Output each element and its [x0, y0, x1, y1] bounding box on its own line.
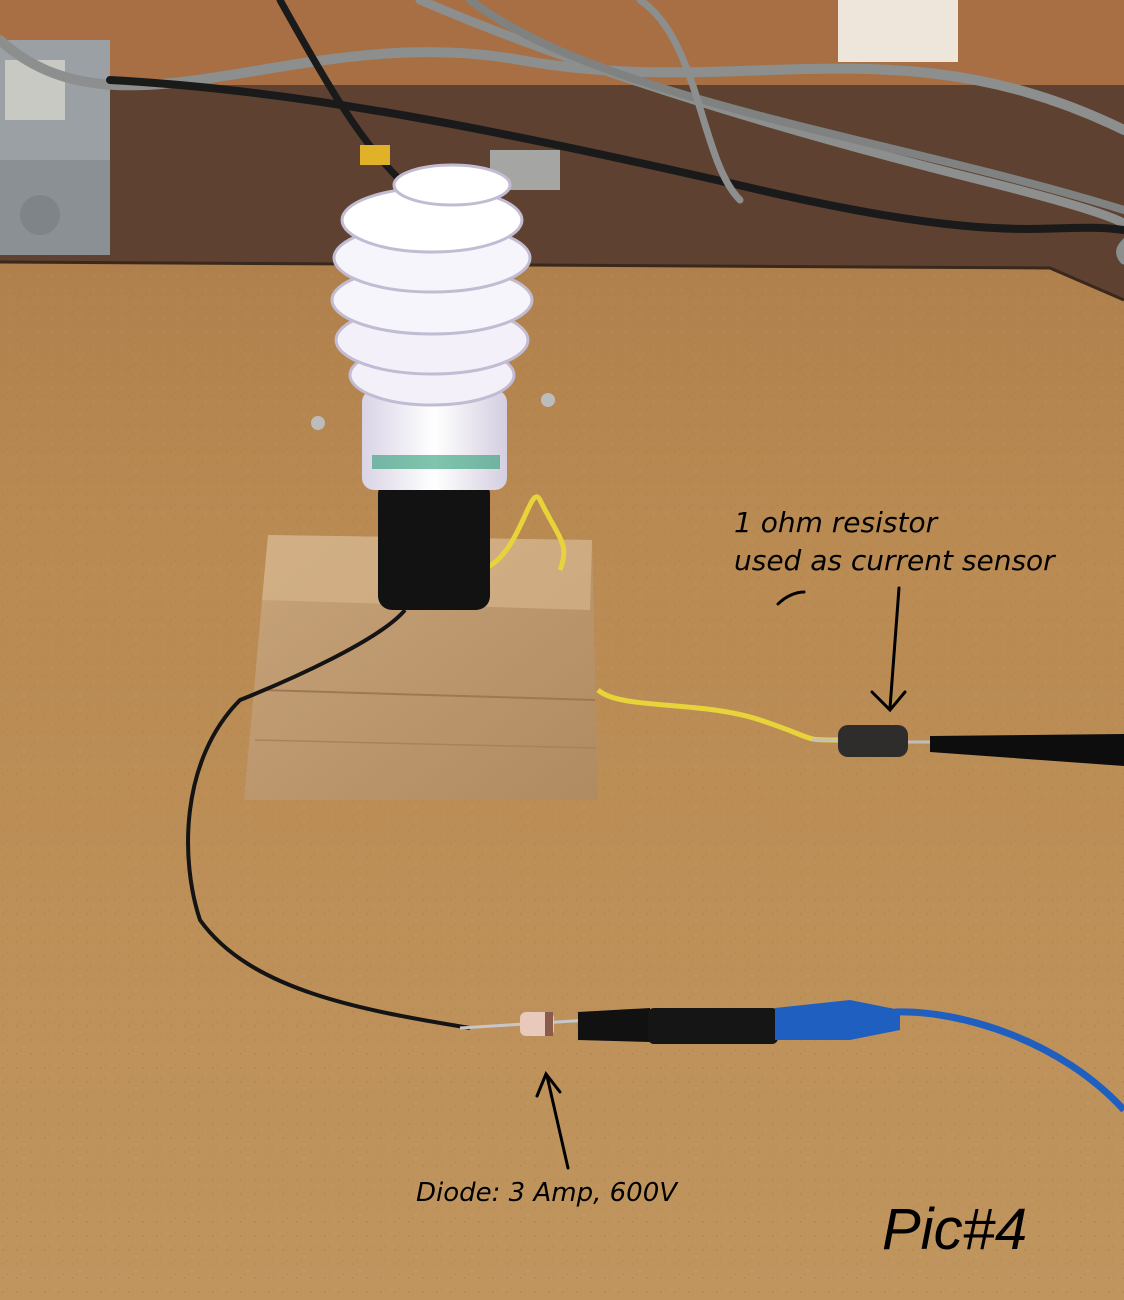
arrow-down-icon — [776, 586, 907, 713]
pic-label: Pic#4 — [882, 1197, 1028, 1262]
screw — [311, 416, 325, 430]
wall-light-patch — [838, 0, 958, 62]
spiral-cfl-bulb-icon — [330, 163, 534, 610]
black-alligator-clip — [578, 1008, 778, 1044]
resistor-annotation-line1: 1 ohm resistor — [734, 506, 938, 539]
diode-annotation: Diode: 3 Amp, 600V — [416, 1178, 678, 1208]
black-wire — [186, 608, 471, 1030]
resistor-annotation: 1 ohm resistor used as current sensor — [734, 504, 1055, 580]
resistor-annotation-line2: used as current sensor — [734, 544, 1055, 577]
black-probe — [908, 734, 1124, 766]
screw — [541, 393, 555, 407]
diode — [459, 1012, 591, 1036]
resistor — [812, 725, 908, 757]
arrow-up-icon — [535, 1071, 570, 1170]
blue-probe — [775, 1000, 1124, 1113]
